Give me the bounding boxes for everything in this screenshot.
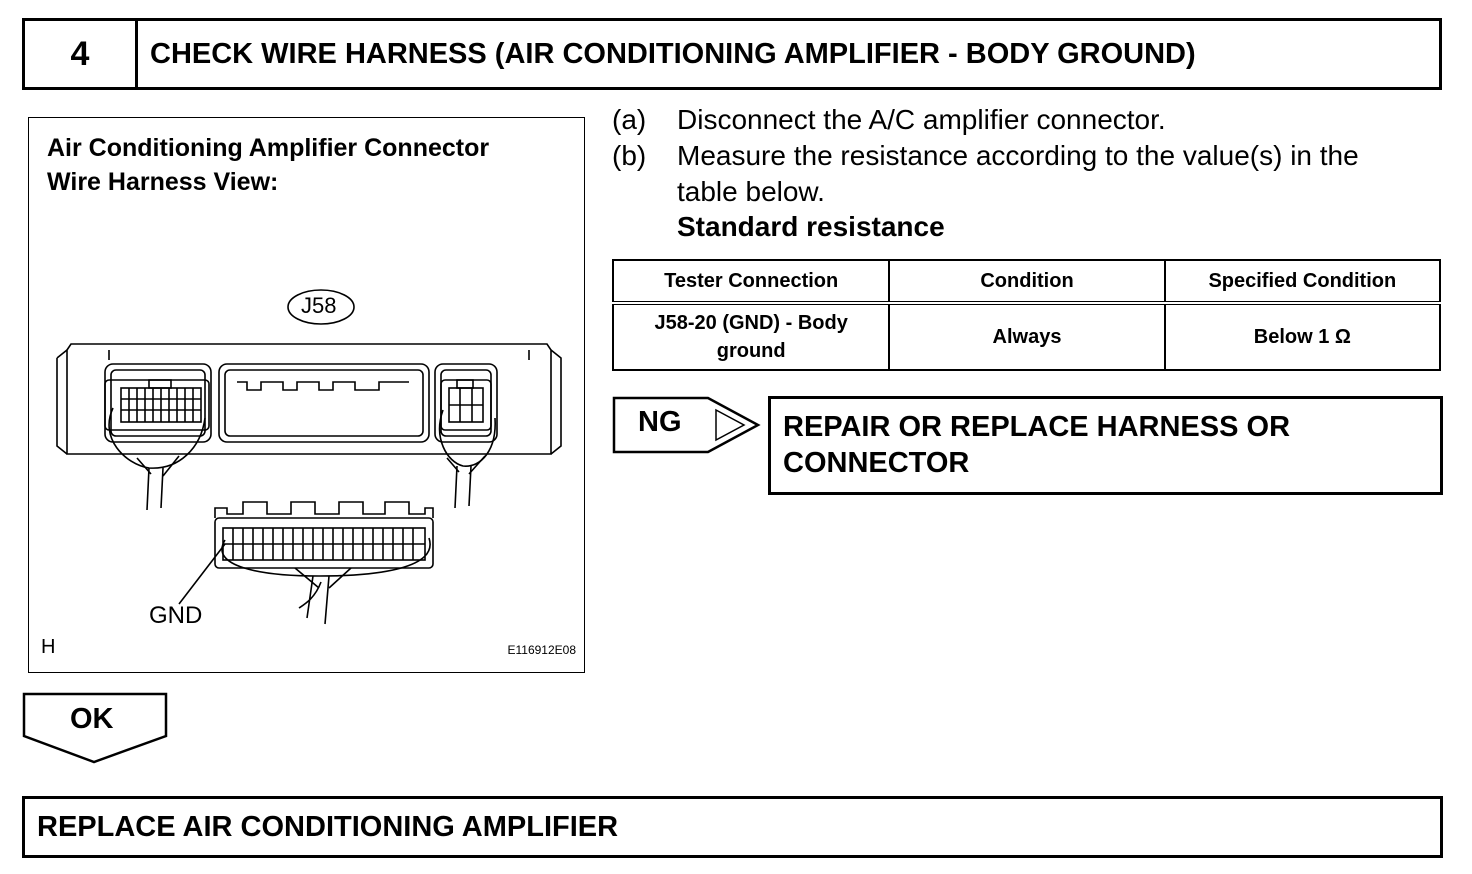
illustration-corner-letter: H	[41, 636, 56, 658]
step-b-mark: (b)	[612, 140, 647, 171]
step-b-text-line1: Measure the resistance according to the …	[677, 140, 1359, 171]
step-number: 4	[25, 21, 138, 87]
connector-illustration: Air Conditioning Amplifier Connector Wir…	[28, 117, 585, 673]
figure-id: E116912E08	[507, 643, 576, 657]
table-header-row: Tester Connection Condition Specified Co…	[611, 259, 1442, 304]
step-a-mark: (a)	[612, 104, 647, 135]
step-a-text: Disconnect the A/C amplifier connector.	[677, 104, 1166, 135]
connector-drawing	[56, 289, 562, 625]
ng-action-line2: CONNECTOR	[783, 447, 970, 479]
spec-table: Tester Connection Condition Specified Co…	[611, 259, 1442, 371]
standard-resistance-label: Standard resistance	[677, 211, 945, 242]
tester-connection-line2: ground	[716, 340, 786, 362]
cell-condition: Always	[888, 302, 1166, 371]
step-header: 4 CHECK WIRE HARNESS (AIR CONDITIONING A…	[22, 18, 1442, 90]
cell-specified-condition: Below 1 Ω	[1163, 302, 1442, 371]
ng-action-box: REPAIR OR REPLACE HARNESS OR CONNECTOR	[768, 396, 1443, 495]
header-tester-connection: Tester Connection	[611, 259, 891, 304]
ok-arrow-icon	[22, 692, 168, 764]
cell-tester-connection: J58-20 (GND) - Body ground	[611, 302, 891, 371]
gnd-pin-label: GND	[149, 602, 203, 629]
tester-connection-line1: J58-20 (GND) - Body	[654, 312, 848, 334]
result-box: REPLACE AIR CONDITIONING AMPLIFIER	[22, 796, 1443, 858]
step-title: CHECK WIRE HARNESS (AIR CONDITIONING AMP…	[150, 37, 1196, 70]
connector-label: J58	[301, 293, 337, 318]
ok-label: OK	[70, 703, 114, 735]
illustration-title-line1: Air Conditioning Amplifier Connector	[47, 134, 490, 162]
ng-label: NG	[638, 406, 682, 438]
header-condition: Condition	[888, 259, 1166, 304]
step-b-text-line2: table below.	[677, 176, 825, 207]
ng-arrow-icon	[612, 396, 761, 454]
header-specified-condition: Specified Condition	[1163, 259, 1442, 304]
illustration-title-line2: Wire Harness View:	[47, 168, 279, 196]
ng-action-line1: REPAIR OR REPLACE HARNESS OR	[783, 411, 1291, 443]
table-row: J58-20 (GND) - Body ground Always Below …	[611, 302, 1442, 371]
